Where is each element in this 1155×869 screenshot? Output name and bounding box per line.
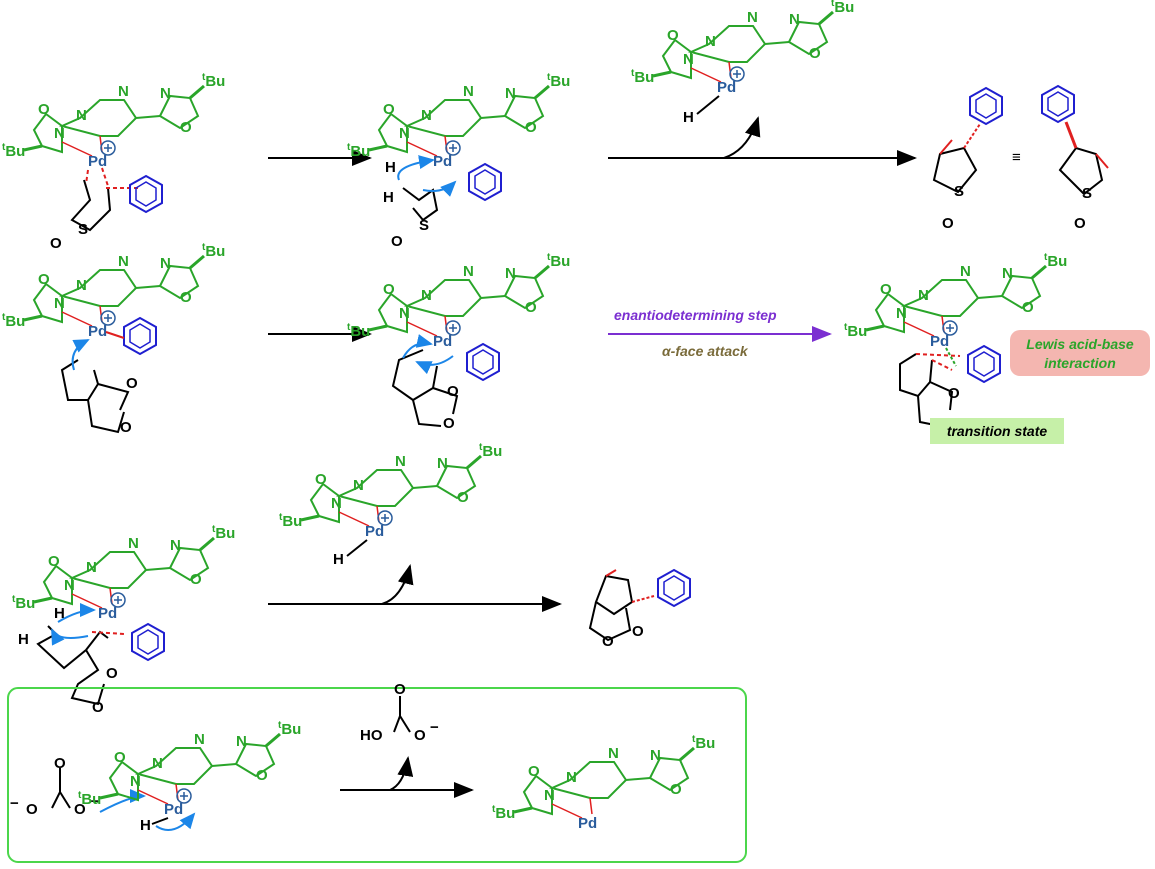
transition-state-label: transition state xyxy=(947,423,1048,439)
o-carbonyl-label: O xyxy=(126,375,138,392)
o-carbonyl-label: O xyxy=(632,623,644,640)
o-label: O xyxy=(50,235,62,252)
product-spirolactone: O O xyxy=(588,569,691,650)
pd-hydride-3: H xyxy=(76,718,303,834)
o-label: O xyxy=(391,233,403,250)
h-label: H xyxy=(140,817,151,834)
h-label: H xyxy=(683,109,694,126)
product-1b: S O xyxy=(1041,85,1109,232)
complex-1b: H H S O xyxy=(345,70,572,250)
bicarbonate: O HO O − xyxy=(360,681,439,744)
complex-1a: S O xyxy=(0,70,227,252)
minus-sign: − xyxy=(10,795,19,812)
s-label: S xyxy=(419,217,429,234)
o-lactone-label: O xyxy=(602,633,614,650)
alpha-face-attack-label: α-face attack xyxy=(662,343,749,359)
pd-hydride-2: H xyxy=(277,440,504,568)
lewis-line-2: interaction xyxy=(1044,355,1116,371)
o-label: O xyxy=(1074,215,1086,232)
h-label: H xyxy=(333,551,344,568)
lewis-line-1: Lewis acid-base xyxy=(1026,336,1134,352)
h-label-bottom: H xyxy=(383,189,394,206)
catalyst-regeneration-frame xyxy=(7,687,747,863)
o-carbonyl-label: O xyxy=(106,665,118,682)
complex-3a: H H O O xyxy=(10,522,237,716)
o-label: O xyxy=(942,215,954,232)
o-minus-label: O xyxy=(414,727,426,744)
s-label: S xyxy=(954,183,964,200)
ho-label: HO xyxy=(360,727,383,744)
transition-state-callout: transition state xyxy=(930,418,1064,444)
s-label: S xyxy=(1082,185,1092,202)
h-label-bottom: H xyxy=(18,631,29,648)
o-lactone-label: O xyxy=(120,419,132,436)
pd-label: Pd xyxy=(578,815,597,832)
pd0-complex: Pd xyxy=(490,732,717,832)
o-carbonyl-label: O xyxy=(948,385,960,402)
o-lactone-label: O xyxy=(92,699,104,716)
h-label-top: H xyxy=(385,159,396,176)
s-label: S xyxy=(78,221,88,238)
minus-sign: − xyxy=(430,719,439,736)
lewis-acid-base-callout: Lewis acid-base interaction xyxy=(1010,330,1150,376)
o-carbonyl-label: O xyxy=(447,383,459,400)
o-minus-label: O xyxy=(26,801,38,818)
o-label: O xyxy=(54,755,66,772)
byproduct-curved-arrow-3 xyxy=(389,756,414,791)
complex-2b: O O xyxy=(345,250,572,432)
byproduct-curved-arrow-2 xyxy=(381,564,414,605)
o-lactone-label: O xyxy=(443,415,455,432)
byproduct-curved-arrow-1 xyxy=(723,116,761,159)
product-1a: S O xyxy=(932,87,1003,232)
complex-2a: O O xyxy=(0,240,227,436)
o-label: O xyxy=(394,681,406,698)
h-label-top: H xyxy=(54,605,65,622)
pd-hydride-1: H xyxy=(629,0,856,126)
equivalence-sign: ≡ xyxy=(1012,149,1021,166)
enantiodetermining-step-label: enantiodetermining step xyxy=(614,307,777,323)
